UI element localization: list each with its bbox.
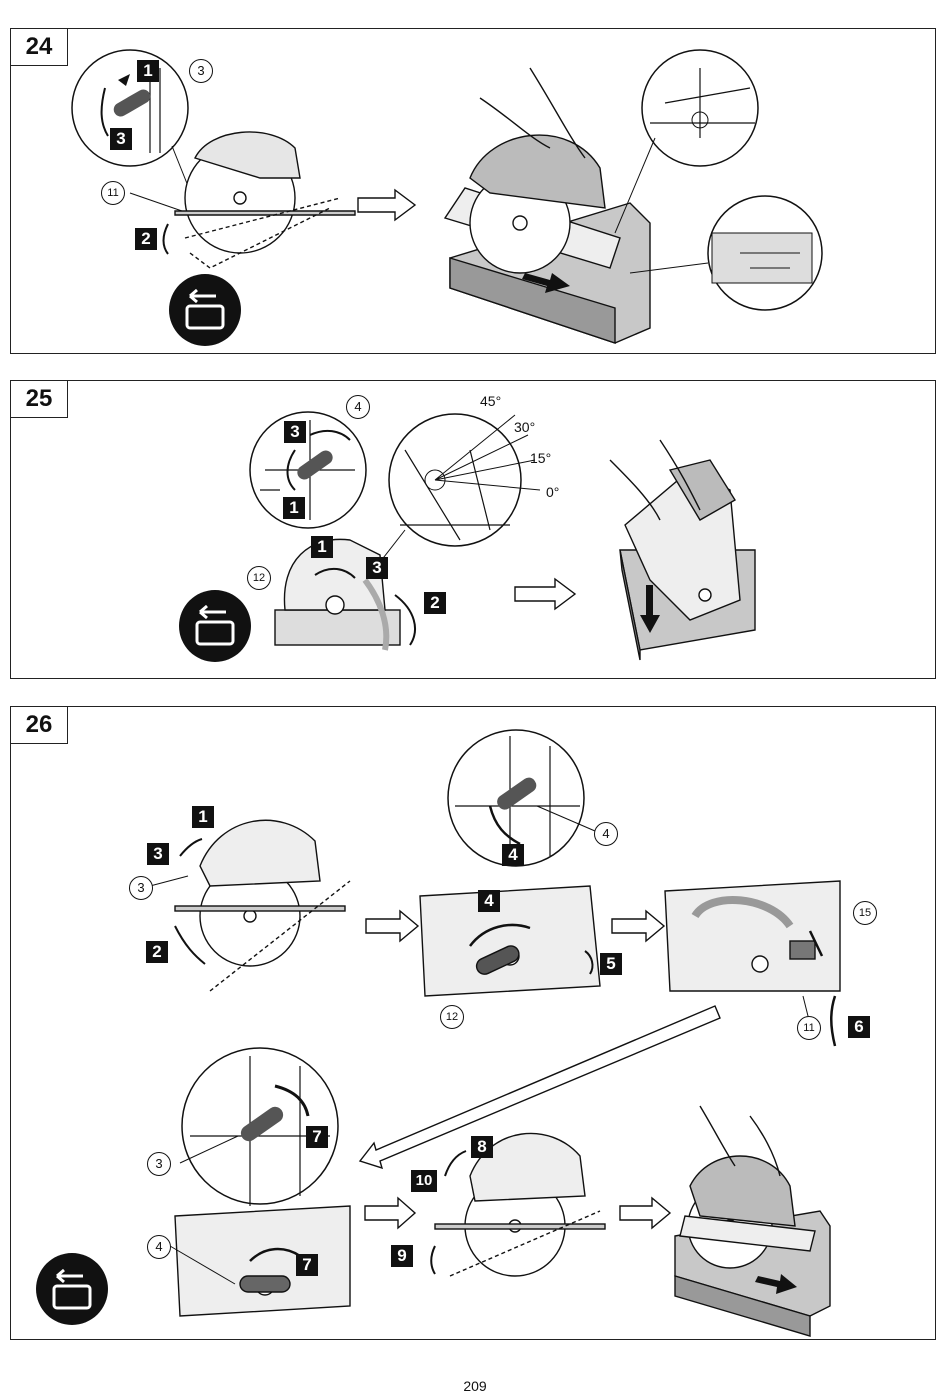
fig26-lever-top [497,777,537,810]
figure-25-illustration [179,411,756,662]
fig25-angle-15: 15° [530,450,552,466]
fig26-next-arrow-2 [611,909,666,943]
fig25-service-icon [179,590,251,662]
figure-24-panel [10,28,936,354]
fig24-hands [479,67,586,159]
page-number: 209 [463,1378,487,1394]
fig24-direction-arrow [522,273,570,293]
fig26-next-arrow-3 [364,1196,417,1230]
fig25-saw-front [274,538,401,651]
fig26-return-arrow [358,1005,721,1170]
fig25-hands [609,439,701,521]
fig26-callout-10: 10 [411,1170,437,1192]
fig25-arrow-2 [394,594,416,646]
fig25-angle-0: 0° [546,484,560,500]
fig26-callout-1: 1 [192,806,214,828]
fig25-angle-30: 30° [514,419,536,435]
fig26-direction-arrow [755,1274,797,1294]
fig26-saw-side-1 [174,819,351,992]
fig25-lever [297,450,333,480]
fig25-ref-12: 12 [247,566,271,590]
fig26-ref-15: 15 [853,901,877,925]
fig25-callout-3-zoom: 3 [284,421,306,443]
fig26-base-plate-1 [419,885,601,997]
figure-25-number: 25 [10,380,68,418]
fig24-service-icon [169,274,241,346]
figure-25-panel [10,380,936,679]
fig24-callout-2: 2 [135,228,157,250]
fig26-callout-4-zoom: 4 [502,844,524,866]
fig26-callout-5: 5 [600,953,622,975]
figure-24-number: 24 [10,28,68,66]
fig26-base-plate-3 [174,1205,351,1317]
fig26-next-arrow-1 [365,909,420,943]
fig25-zoom-circle-scale [388,413,522,547]
fig26-ref-3-top: 3 [129,876,153,900]
fig26-saw-side-2 [434,1132,606,1277]
fig26-ref-11: 11 [797,1016,821,1040]
fig26-callout-4: 4 [478,890,500,912]
fig25-ref-4: 4 [346,395,370,419]
fig26-ref-4-top: 4 [594,822,618,846]
fig26-hands [699,1105,781,1177]
fig25-saw-tilted [624,459,741,621]
fig26-ref-12: 12 [440,1005,464,1029]
fig24-callout-3: 3 [110,128,132,150]
fig26-callout-7: 7 [296,1254,318,1276]
fig26-ref-4-bottom: 4 [147,1235,171,1259]
fig24-ref-11: 11 [101,181,125,205]
fig26-ref-3-bottom: 3 [147,1152,171,1176]
fig25-next-arrow [514,577,577,611]
fig26-callout-2: 2 [146,941,168,963]
fig26-lever-bottom [240,1106,284,1142]
fig26-saw-cutting [679,1155,816,1269]
figure-26-panel [10,706,936,1340]
fig25-angle-45: 45° [480,393,502,409]
figure-26-number: 26 [10,706,68,744]
fig24-callout-1: 1 [137,60,159,82]
fig26-callout-6: 6 [848,1016,870,1038]
fig25-callout-1-zoom: 1 [283,497,305,519]
fig24-ref-3: 3 [189,59,213,83]
fig26-callout-3: 3 [147,843,169,865]
fig25-callout-3: 3 [366,557,388,579]
fig25-callout-1: 1 [311,536,333,558]
fig25-direction-arrow [640,585,660,633]
fig24-arrow-2 [162,223,169,255]
fig26-callout-9: 9 [391,1245,413,1267]
fig24-saw-side [174,131,356,269]
fig26-service-icon [36,1253,108,1325]
fig26-callout-8: 8 [471,1136,493,1158]
fig24-saw-cutting [443,134,621,274]
fig25-callout-2: 2 [424,592,446,614]
fig26-callout-7-zoom: 7 [306,1126,328,1148]
fig24-lever [113,89,151,117]
figure-24-illustration [71,49,823,346]
figure-26-illustration [36,729,841,1337]
fig26-base-plate-2 [664,880,841,992]
fig24-next-arrow [357,188,417,222]
fig26-next-arrow-4 [619,1196,672,1230]
